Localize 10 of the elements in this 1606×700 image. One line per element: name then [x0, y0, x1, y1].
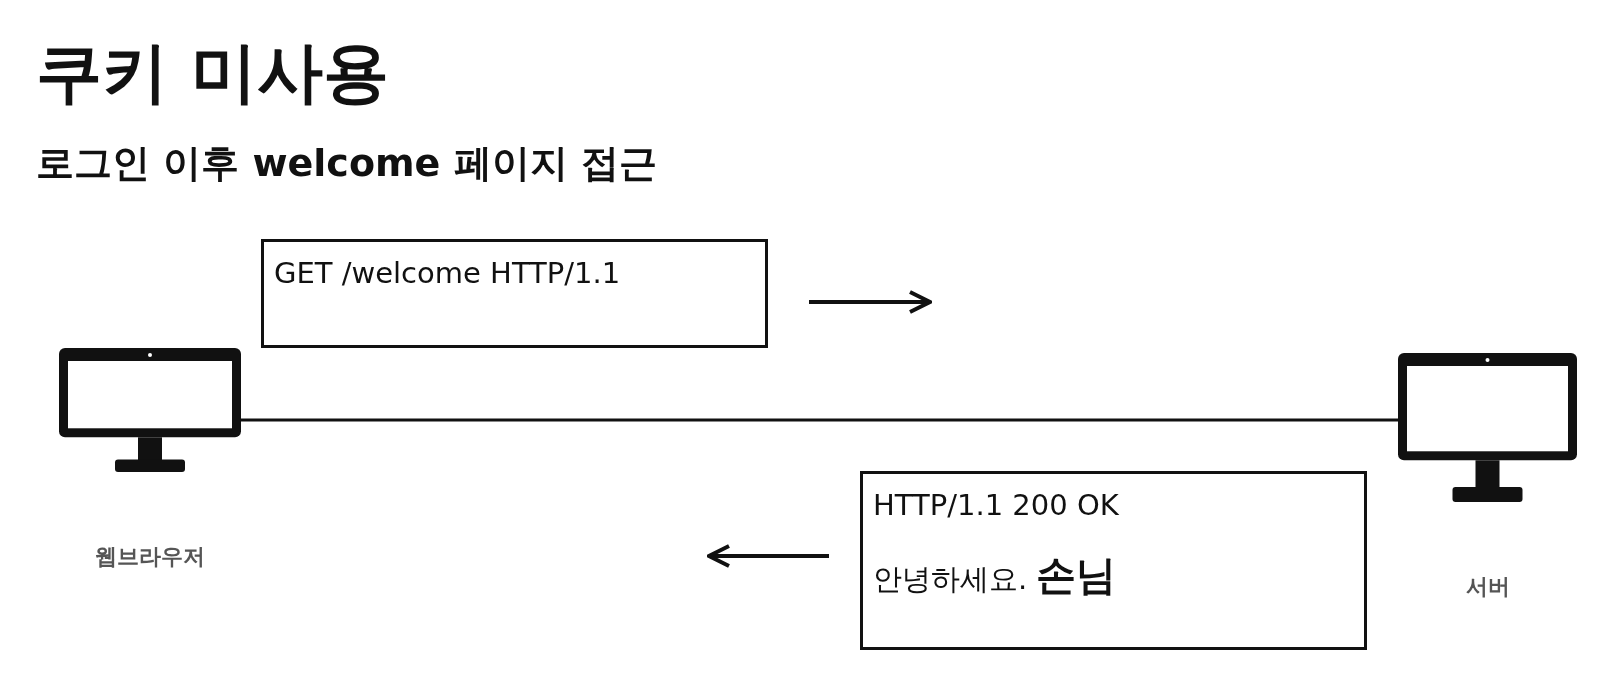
- message-text: HTTP/1.1 200 OK: [873, 488, 1119, 522]
- device-label: 서버: [1465, 573, 1510, 601]
- message-box: [860, 471, 1367, 650]
- message-text: GET /welcome HTTP/1.1: [274, 256, 621, 290]
- subtitle: 로그인 이후 welcome 페이지 접근: [36, 140, 657, 187]
- message-text: 안녕하세요. 손님: [873, 551, 1117, 600]
- device-label: 웹브라우저: [95, 543, 205, 571]
- message-box: [261, 239, 768, 348]
- title: 쿠키 미사용: [36, 33, 389, 113]
- connecting-line: [241, 418, 1398, 422]
